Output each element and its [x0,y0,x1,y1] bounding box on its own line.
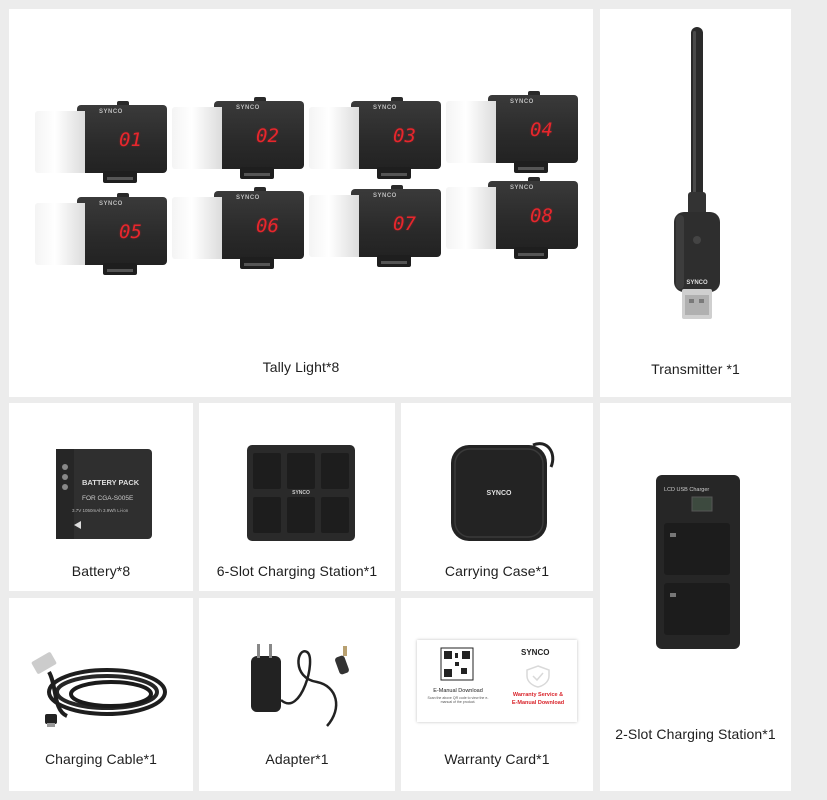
tally-top-nub [528,91,540,96]
tally-top-nub [391,185,403,190]
tally-body [77,197,167,265]
transmitter-logo: SYNCO [686,280,708,286]
six-slot-station-image: SYNCO [247,445,355,541]
tally-clip [240,167,274,179]
tally-light-unit: SYNCO 06 [172,185,304,275]
tally-light-unit: SYNCO 01 [35,99,167,189]
two-slot-panel: LCD USB Charger 2-Slot Charging Station*… [600,403,791,791]
tally-top-nub [117,101,129,106]
tally-logo: SYNCO [99,201,123,207]
tally-light-unit: SYNCO 02 [172,95,304,185]
tally-light-unit: SYNCO 07 [309,183,441,273]
tally-light-unit: SYNCO 03 [309,95,441,185]
carrying-case-image: SYNCO [451,442,555,541]
tally-logo: SYNCO [236,195,260,201]
tally-clip [240,257,274,269]
tally-body [351,189,441,257]
warranty-label: Warranty Card*1 [444,751,550,767]
charging-cable-panel: Charging Cable*1 [9,598,193,791]
warranty-panel: SYNCO E-Manual Download Scan the above Q… [401,598,593,791]
tally-number: 05 [119,221,142,243]
tally-white-cap [446,101,496,163]
tally-number: 03 [393,125,416,147]
tally-top-nub [254,97,266,102]
battery-model: FOR CGA-S005E [82,495,134,502]
tally-light-unit: SYNCO 05 [35,191,167,281]
tally-body [77,105,167,173]
tally-top-nub [254,187,266,192]
two-slot-station-image: LCD USB Charger [656,475,740,649]
tally-white-cap [309,107,359,169]
charging-cable-label: Charging Cable*1 [44,751,158,767]
carrying-case-panel: SYNCO Carrying Case*1 [401,403,593,591]
shield-icon [526,665,550,688]
tally-body [214,101,304,169]
two-slot-label: 2-Slot Charging Station*1 [615,726,776,742]
tally-light-unit: SYNCO 04 [446,89,578,179]
tally-logo: SYNCO [510,185,534,191]
warranty-card-image: SYNCO E-Manual Download Scan the above Q… [417,640,577,722]
six-slot-logo: SYNCO [292,490,310,496]
battery-label: Battery*8 [71,563,131,579]
tally-logo: SYNCO [510,99,534,105]
battery-panel: BATTERY PACK FOR CGA-S005E 3.7V 1050mAh … [9,403,193,591]
tally-number: 02 [256,125,279,147]
tally-logo: SYNCO [236,105,260,111]
tally-clip [377,255,411,267]
tally-white-cap [172,197,222,259]
tally-body [488,95,578,163]
tally-top-nub [391,97,403,102]
transmitter-label: Transmitter *1 [651,361,740,377]
tally-clip [514,247,548,259]
tally-clip [103,171,137,183]
tally-white-cap [35,111,85,173]
transmitter-panel: SYNCO Transmitter *1 [600,9,791,397]
tally-top-nub [117,193,129,198]
tally-white-cap [172,107,222,169]
tally-white-cap [309,195,359,257]
six-slot-label: 6-Slot Charging Station*1 [216,563,378,579]
tally-number: 08 [530,205,553,227]
carrying-case-label: Carrying Case*1 [444,563,550,579]
tally-number: 06 [256,215,279,237]
adapter-label: Adapter*1 [265,751,329,767]
tally-top-nub [528,177,540,182]
warranty-logo: SYNCO [521,648,550,657]
tally-light-label: Tally Light*8 [262,359,340,375]
warranty-service-line2: E-Manual Download [511,700,565,706]
warranty-service-line1: Warranty Service & [512,692,564,698]
battery-pack-title: BATTERY PACK [82,478,140,487]
tally-number: 04 [530,119,553,141]
tally-number: 01 [119,129,142,151]
carrying-case-logo: SYNCO [487,490,512,497]
charging-cable-image [31,652,167,727]
tally-body [488,181,578,249]
tally-logo: SYNCO [373,105,397,111]
tally-clip [377,167,411,179]
tally-logo: SYNCO [373,193,397,199]
tally-body [214,191,304,259]
adapter-image [251,644,349,727]
six-slot-panel: SYNCO 6-Slot Charging Station*1 [199,403,395,591]
adapter-panel: Adapter*1 [199,598,395,791]
battery-image: BATTERY PACK FOR CGA-S005E 3.7V 1050mAh … [56,449,152,539]
tally-clip [514,161,548,173]
two-slot-brand: LCD USB Charger [664,487,709,493]
tally-white-cap [35,203,85,265]
tally-clip [103,263,137,275]
tally-white-cap [446,187,496,249]
battery-spec: 3.7V 1050mAh 3.9Wh Li-ion [72,508,129,513]
tally-light-unit: SYNCO 08 [446,175,578,265]
warranty-emanual-title: E-Manual Download [433,688,483,694]
tally-number: 07 [393,213,416,235]
tally-logo: SYNCO [99,109,123,115]
warranty-emanual-desc: Scan the above QR code to view the e-man… [427,696,489,705]
tally-body [351,101,441,169]
transmitter-image: SYNCO [674,27,720,319]
